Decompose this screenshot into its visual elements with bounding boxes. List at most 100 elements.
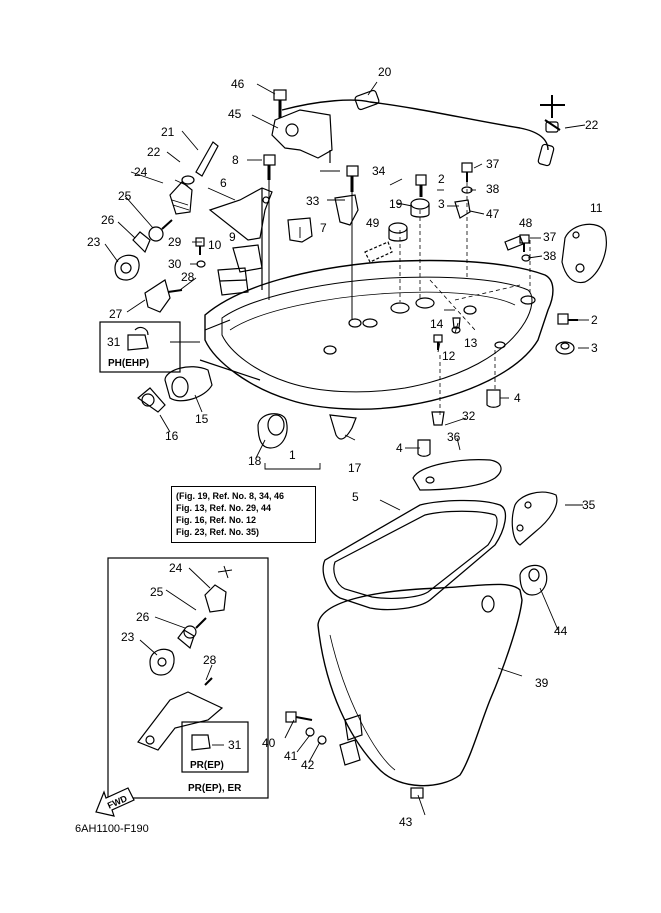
callout-37-top[interactable]: 37 [486,157,500,171]
callout-4-right[interactable]: 4 [514,391,521,405]
callout-25-top[interactable]: 25 [118,189,132,203]
callout-31-top[interactable]: 31 [107,335,121,349]
callout-8[interactable]: 8 [232,153,239,167]
callout-33[interactable]: 33 [306,194,320,208]
callout-28-top[interactable]: 28 [181,270,195,284]
callout-44[interactable]: 44 [554,624,568,638]
clip-7 [287,217,313,243]
callout-39[interactable]: 39 [535,676,549,690]
part-23 [114,254,140,281]
callout-20[interactable]: 20 [378,65,392,79]
part-10 [217,267,249,296]
callout-18[interactable]: 18 [248,454,262,468]
callout-21[interactable]: 21 [161,125,175,139]
ring-26 [132,231,151,254]
hose-21 [195,141,219,177]
bracket-45 [271,109,333,159]
callout-47[interactable]: 47 [486,207,500,221]
callout-12[interactable]: 12 [442,349,456,363]
grommet-18 [257,413,288,449]
callout-24-top[interactable]: 24 [134,165,148,179]
wire-grommet [354,89,380,111]
callout-9[interactable]: 9 [229,230,236,244]
callout-40[interactable]: 40 [262,736,276,750]
callout-22-right[interactable]: 22 [585,118,599,132]
variant-tag-pr-ep-er: PR(EP), ER [188,783,242,794]
part-16 [137,387,166,413]
callout-32[interactable]: 32 [462,409,476,423]
figure-code: 6AH1100-F190 [75,823,149,835]
gear-24 [169,181,193,215]
callout-7[interactable]: 7 [320,221,327,235]
part-9 [232,244,263,273]
callout-24-inset[interactable]: 24 [169,561,183,575]
inset-frame [107,557,269,799]
callout-27[interactable]: 27 [109,307,123,321]
callout-38-top[interactable]: 38 [486,182,500,196]
callout-11[interactable]: 11 [590,201,603,215]
callout-31-inset[interactable]: 31 [228,738,242,752]
callout-15[interactable]: 15 [195,412,209,426]
label-48 [504,235,524,251]
callout-14[interactable]: 14 [430,317,444,331]
callout-16[interactable]: 16 [165,429,179,443]
inset-bracket [137,691,224,751]
callout-4-bottom[interactable]: 4 [396,441,403,455]
bracket-36 [412,459,502,491]
part-35 [511,491,558,546]
wire-20 [281,99,549,151]
callout-2-right[interactable]: 2 [591,313,598,327]
fwd-arrow-icon [95,787,135,817]
callout-46[interactable]: 46 [231,77,245,91]
callout-35[interactable]: 35 [582,498,596,512]
gasket-5 [322,499,507,611]
callout-26-top[interactable]: 26 [101,213,115,227]
callout-23-inset[interactable]: 23 [121,630,135,644]
callout-37-right[interactable]: 37 [543,230,557,244]
callout-48[interactable]: 48 [519,216,533,230]
callout-2-top[interactable]: 2 [438,172,445,186]
callout-28-inset[interactable]: 28 [203,653,217,667]
callout-30[interactable]: 30 [168,257,182,271]
callout-41[interactable]: 41 [284,749,298,763]
note-line: Fig. 13, Ref. No. 29, 44 [176,503,272,513]
reference-note-box: (Fig. 19, Ref. No. 8, 34, 46 Fig. 13, Re… [171,486,316,543]
note-line: Fig. 23, Ref. No. 35) [176,527,260,537]
callout-13[interactable]: 13 [464,336,478,350]
knob-25 [148,226,164,242]
callout-25-inset[interactable]: 25 [150,585,164,599]
clip-33 [334,194,359,226]
callout-29[interactable]: 29 [168,235,182,249]
note-line: (Fig. 19, Ref. No. 8, 34, 46 [176,491,285,501]
callout-5[interactable]: 5 [352,490,359,504]
callout-19[interactable]: 19 [389,197,403,211]
callout-34[interactable]: 34 [372,164,386,178]
callout-1[interactable]: 1 [289,448,296,462]
callout-36[interactable]: 36 [447,430,461,444]
grommet-15 [164,366,213,402]
callout-6[interactable]: 6 [220,176,227,190]
bracket-27 [144,279,171,313]
callout-22-left[interactable]: 22 [147,145,161,159]
callout-43[interactable]: 43 [399,815,413,829]
callout-10[interactable]: 10 [208,238,222,252]
cover-39 [317,583,523,787]
callout-38-right[interactable]: 38 [543,249,557,263]
callout-23-top[interactable]: 23 [87,235,101,249]
bracket-6 [208,187,273,241]
variant-tag-pr-ep: PR(EP) [190,760,224,771]
ref-1-bracket [264,463,321,470]
callout-49[interactable]: 49 [366,216,380,230]
label-49 [364,241,393,263]
note-line: Fig. 16, Ref. No. 12 [176,515,257,525]
callout-3-right[interactable]: 3 [591,341,598,355]
callout-26-inset[interactable]: 26 [136,610,150,624]
callout-42[interactable]: 42 [301,758,315,772]
drain-17 [329,414,357,440]
variant-tag-ph-ehp: PH(EHP) [108,358,150,369]
callout-45[interactable]: 45 [228,107,242,121]
callout-17[interactable]: 17 [348,461,362,475]
callout-3-top[interactable]: 3 [438,197,445,211]
